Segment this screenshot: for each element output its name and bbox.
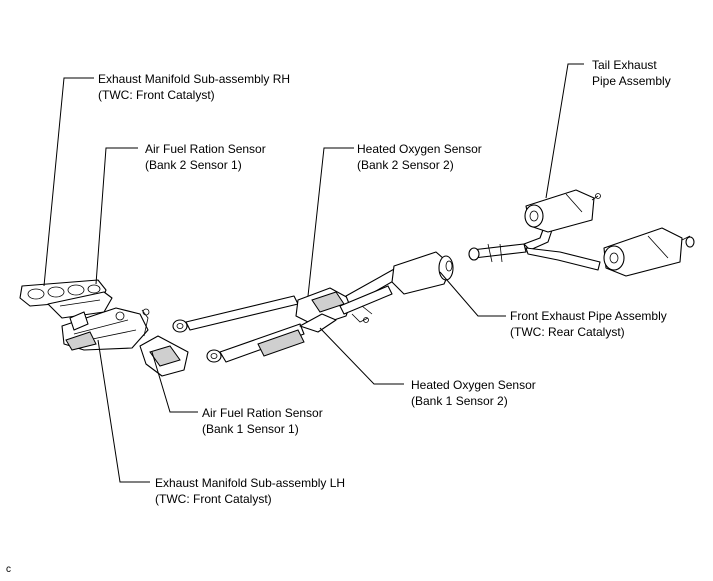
label-ho2-b1s2-line2: (Bank 1 Sensor 2) xyxy=(411,394,508,408)
figure-code: c xyxy=(6,564,11,575)
exhaust-manifold-lh xyxy=(61,307,149,351)
label-exhaust-manifold-rh: Exhaust Manifold Sub-assembly RH (TWC: F… xyxy=(98,71,290,103)
label-af-sensor-b2-line1: Air Fuel Ration Sensor xyxy=(145,142,266,156)
label-tail-pipe-line1: Tail Exhaust xyxy=(592,58,657,72)
label-af-sensor-bank2: Air Fuel Ration Sensor (Bank 2 Sensor 1) xyxy=(145,141,266,173)
label-ho2-b2s2-line2: (Bank 2 Sensor 2) xyxy=(357,158,454,172)
label-front-pipe-line2: (TWC: Rear Catalyst) xyxy=(510,325,625,339)
leader-ho2-b1s2 xyxy=(319,327,404,385)
front-catalyst-bank-1 xyxy=(139,308,189,377)
label-front-pipe-line1: Front Exhaust Pipe Assembly xyxy=(510,309,667,323)
tail-exhaust-pipe-assembly xyxy=(468,189,695,277)
label-af-sensor-b1-line2: (Bank 1 Sensor 1) xyxy=(202,422,299,436)
label-manifold-lh-line2: (TWC: Front Catalyst) xyxy=(155,492,272,506)
label-af-sensor-bank1: Air Fuel Ration Sensor (Bank 1 Sensor 1) xyxy=(202,405,323,437)
label-ho2-bank2-sensor2: Heated Oxygen Sensor (Bank 2 Sensor 2) xyxy=(357,141,482,173)
front-exhaust-pipe-assembly xyxy=(172,251,454,363)
leader-manifold-rh xyxy=(43,77,94,287)
label-front-exhaust-pipe: Front Exhaust Pipe Assembly (TWC: Rear C… xyxy=(510,308,667,340)
label-af-sensor-b1-line1: Air Fuel Ration Sensor xyxy=(202,406,323,420)
label-ho2-bank1-sensor2: Heated Oxygen Sensor (Bank 1 Sensor 2) xyxy=(411,377,536,409)
label-manifold-rh-line2: (TWC: Front Catalyst) xyxy=(98,88,215,102)
leader-tail-pipe xyxy=(545,63,584,199)
leader-front-pipe xyxy=(439,271,506,317)
exhaust-manifold-rh xyxy=(19,279,113,319)
label-ho2-b2s2-line1: Heated Oxygen Sensor xyxy=(357,142,482,156)
label-manifold-rh-line1: Exhaust Manifold Sub-assembly RH xyxy=(98,72,291,86)
leader-af-sensor-b2 xyxy=(95,147,138,285)
label-tail-exhaust-pipe: Tail Exhaust Pipe Assembly xyxy=(592,57,671,89)
label-af-sensor-b2-line2: (Bank 2 Sensor 1) xyxy=(145,158,242,172)
label-exhaust-manifold-lh: Exhaust Manifold Sub-assembly LH (TWC: F… xyxy=(155,475,345,507)
leader-ho2-b2s2 xyxy=(307,147,354,297)
label-manifold-lh-line1: Exhaust Manifold Sub-assembly LH xyxy=(155,476,346,490)
leader-lines xyxy=(43,63,584,483)
leader-manifold-lh xyxy=(97,339,150,483)
label-tail-pipe-line2: Pipe Assembly xyxy=(592,74,671,88)
leader-af-sensor-b1 xyxy=(151,351,198,413)
label-ho2-b1s2-line1: Heated Oxygen Sensor xyxy=(411,378,536,392)
